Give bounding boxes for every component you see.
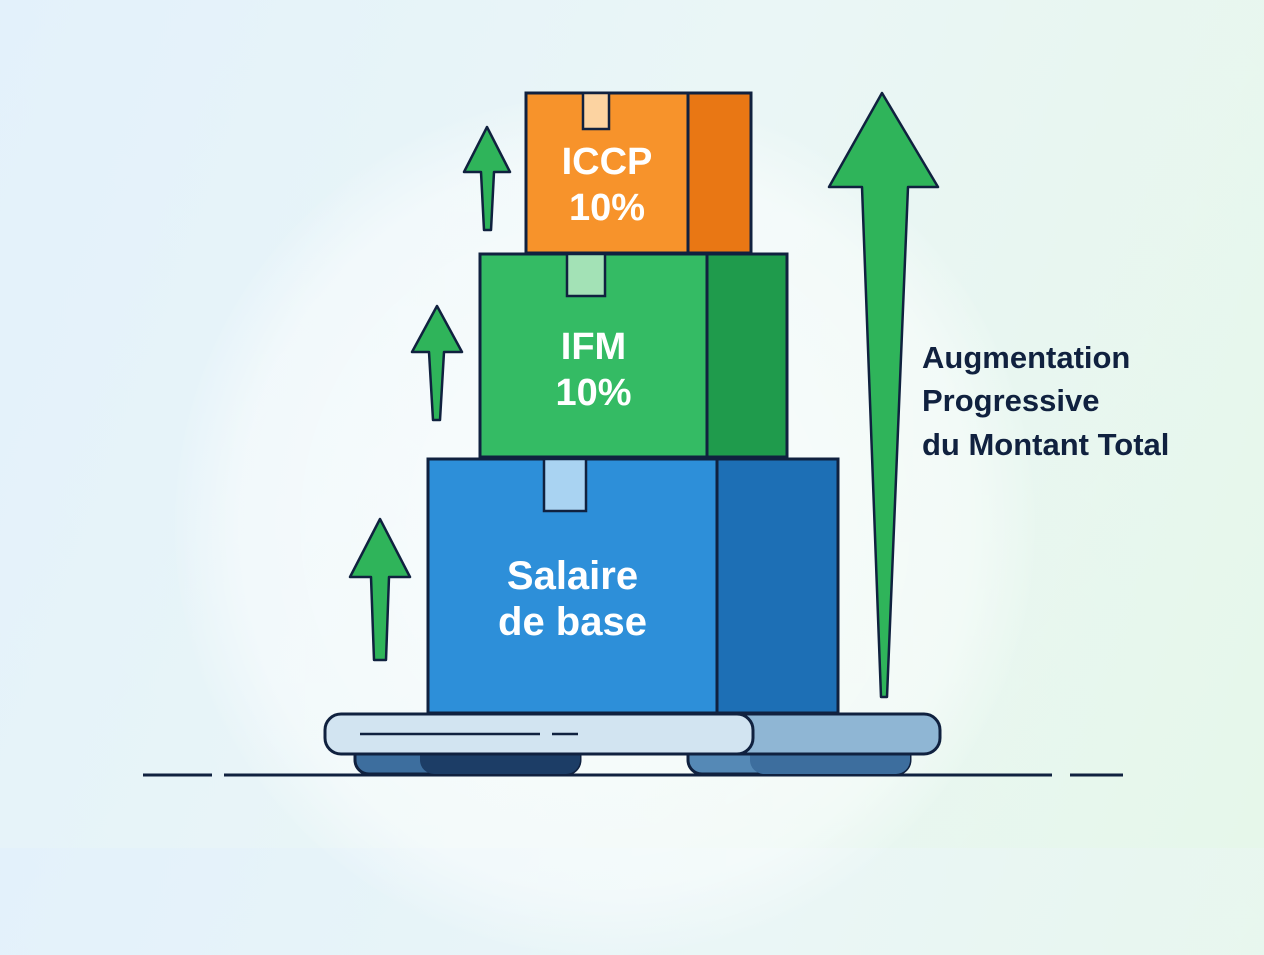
base-label-line2: de base <box>498 600 647 644</box>
iccp-label: ICCP 10% <box>526 140 688 231</box>
caption-line-1: Augmentation <box>922 340 1131 375</box>
up-arrow-icon <box>348 517 412 662</box>
platform <box>323 712 942 756</box>
tall-up-arrow-icon <box>827 91 940 699</box>
base-label-line1: Salaire <box>506 554 639 598</box>
iccp-label-name: ICCP <box>561 141 653 183</box>
box-iccp <box>524 91 753 255</box>
up-arrow-icon <box>462 125 512 232</box>
caption-line-3: du Montant Total <box>922 426 1170 462</box>
caption-line-2: Progressive <box>922 383 1100 419</box>
total-increase-caption: Augmentation Progressive du Montant Tota… <box>922 336 1169 466</box>
iccp-label-percent: 10% <box>568 186 646 229</box>
up-arrow-icon <box>410 304 464 422</box>
ifm-label: IFM 10% <box>480 325 707 416</box>
ifm-label-percent: 10% <box>555 371 632 414</box>
ifm-label-name: IFM <box>560 326 627 368</box>
stack-diagram <box>143 91 1123 777</box>
box-salaire-de-base <box>426 457 840 715</box>
box-ifm <box>478 252 789 459</box>
base-label: Salaire de base <box>428 553 717 645</box>
